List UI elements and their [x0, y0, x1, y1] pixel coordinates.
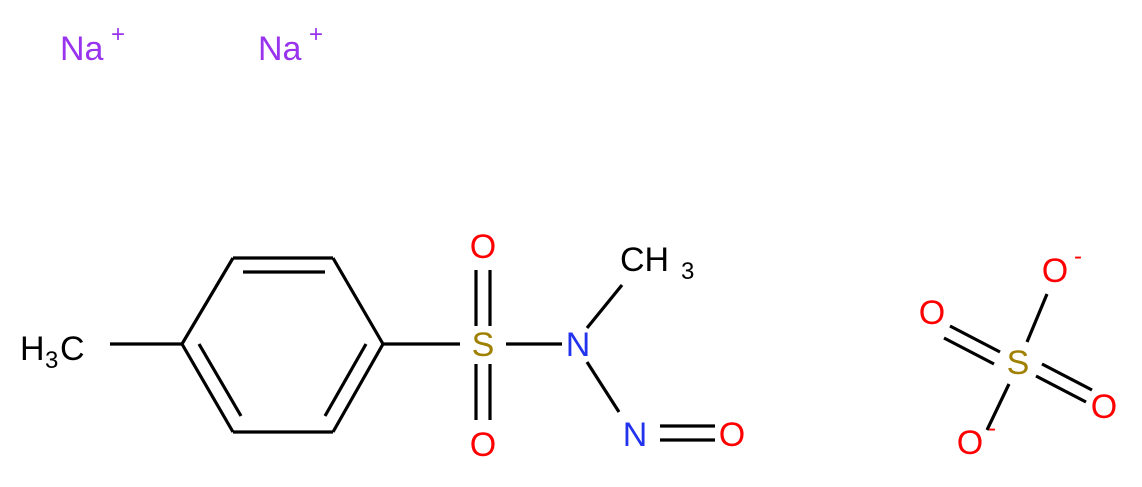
sulfate-oxygen-bottom-charge: -	[988, 415, 996, 442]
sulfonyl-oxygen-bottom: O	[470, 426, 496, 464]
bond-nitrogen-methyl	[585, 283, 624, 330]
bond-ring-6-inner	[197, 343, 243, 417]
bonds	[110, 256, 1093, 442]
amine-nitrogen: N	[566, 326, 591, 364]
sulfate-oxygen-left: O	[919, 294, 945, 332]
sodium-symbol: Na	[60, 30, 104, 68]
methyl-right-subscript: 3	[681, 258, 694, 285]
methyl-right-ch: CH	[620, 241, 669, 279]
sodium-ion-1: Na +	[60, 21, 125, 68]
sulfate-oxygen-right: O	[1091, 388, 1117, 426]
methyl-left-c: C	[60, 330, 85, 368]
sulfonyl-sulfur: S	[472, 326, 495, 364]
bond-sulfate-o-right-b	[1035, 374, 1087, 404]
bond-ring-4	[331, 343, 385, 433]
sodium-charge: +	[309, 21, 323, 48]
bond-sulfate-o-bottom	[985, 383, 1011, 431]
sulfate-oxygen-bottom: O	[957, 424, 983, 462]
sodium-ion-2: Na +	[258, 21, 323, 68]
sulfate-oxygen-top: O	[1042, 252, 1068, 290]
bond-sulfate-o-left-a	[949, 324, 1001, 354]
bond-sulfate-o-right-a	[1041, 362, 1093, 392]
sulfate-oxygen-top-charge: -	[1074, 243, 1082, 270]
bond-sulfate-o-top	[1025, 293, 1049, 343]
bond-sulfate-o-left-b	[943, 336, 995, 366]
sulfate-sulfur: S	[1007, 344, 1030, 382]
methyl-left: H 3 C	[20, 330, 85, 374]
methyl-right: CH 3	[620, 241, 694, 285]
nitroso-nitrogen: N	[623, 416, 648, 454]
sodium-symbol: Na	[258, 30, 302, 68]
sodium-charge: +	[111, 21, 125, 48]
bond-nitrogen-nitrogen	[585, 361, 621, 413]
nitroso-oxygen: O	[719, 416, 745, 454]
sulfate-ion: S O - O O O -	[919, 243, 1117, 462]
bond-ring-1	[180, 257, 235, 345]
methyl-left-subscript: 3	[45, 347, 58, 374]
sulfonyl-oxygen-top: O	[470, 228, 496, 266]
methyl-left-h: H	[20, 330, 45, 368]
bond-ring-6	[180, 343, 235, 433]
bond-ring-3	[331, 257, 385, 345]
bond-ring-4-inner	[323, 343, 368, 417]
